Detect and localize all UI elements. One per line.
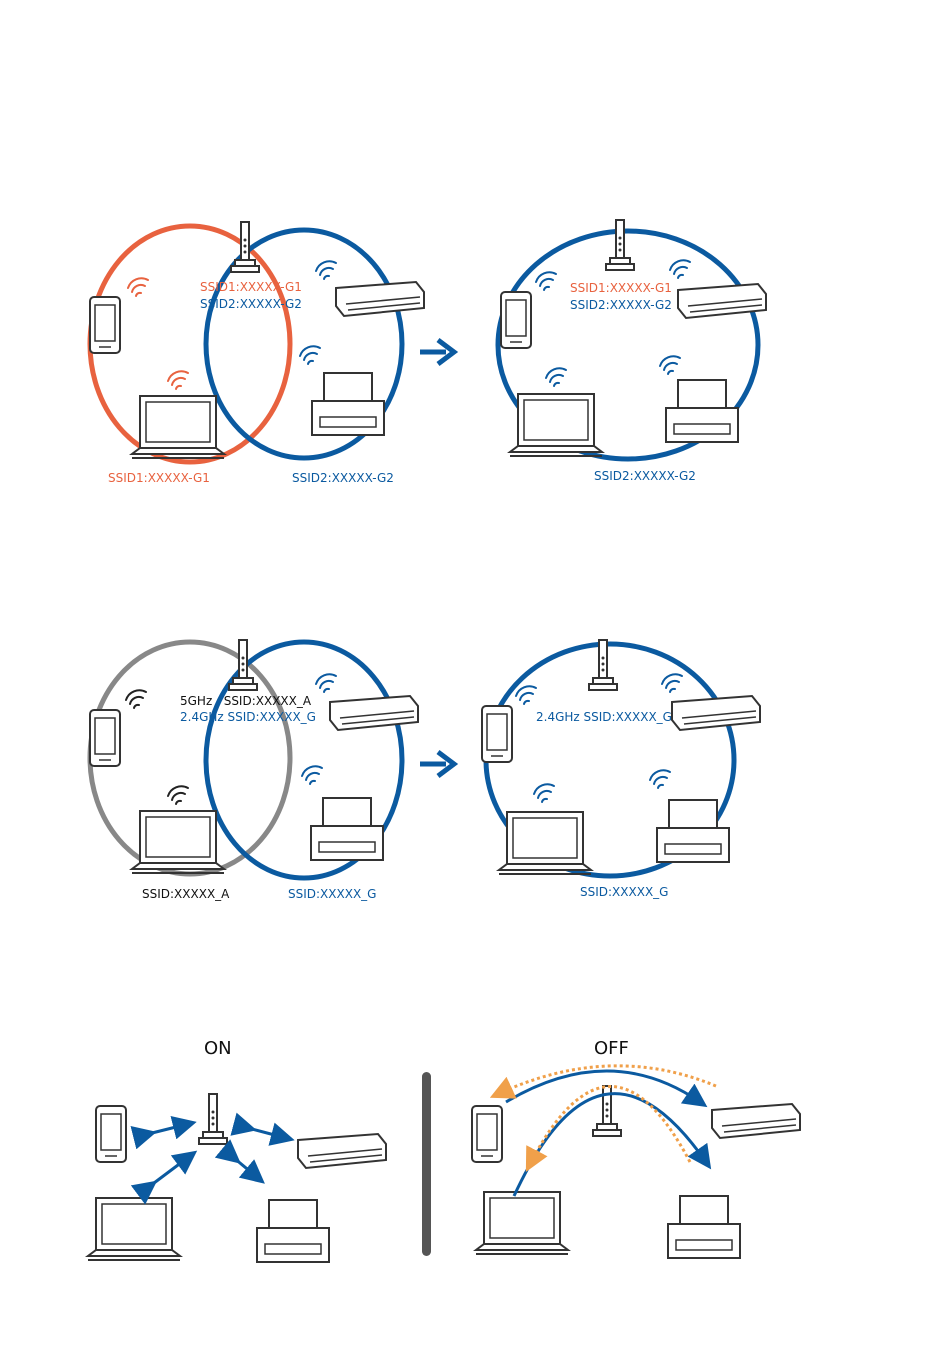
panel3-off: OFF bbox=[472, 1038, 800, 1258]
scanner-icon bbox=[330, 696, 418, 730]
network-label-24ghz: SSID:XXXXX_G bbox=[580, 885, 668, 899]
scanner-icon bbox=[712, 1104, 800, 1138]
ap-ssid1-label: SSID1:XXXXX-G1 bbox=[570, 281, 672, 295]
ap-24ghz-label: 2.4GHz SSID:XXXXX_G bbox=[180, 710, 316, 724]
on-label: ON bbox=[204, 1038, 232, 1059]
wifi-signal-icon bbox=[546, 368, 566, 386]
panel1-after: SSID1:XXXXX-G1 SSID2:XXXXX-G2 SSID2:XXXX… bbox=[498, 220, 766, 483]
wifi-signal-icon bbox=[662, 674, 682, 692]
network-label-24ghz: SSID:XXXXX_G bbox=[288, 887, 376, 901]
network-label-5ghz: SSID:XXXXX_A bbox=[142, 887, 230, 901]
ap-ssid2-label: SSID2:XXXXX-G2 bbox=[200, 297, 302, 311]
panel2-before: 5GHz SSID:XXXXX_A 2.4GHz SSID:XXXXX_G SS… bbox=[90, 640, 418, 901]
network-label-ssid1: SSID1:XXXXX-G1 bbox=[108, 471, 210, 485]
wifi-signal-icon bbox=[316, 261, 336, 279]
router-icon bbox=[199, 1094, 227, 1144]
laptop-icon bbox=[132, 811, 224, 873]
wifi-signal-icon bbox=[168, 371, 188, 389]
wifi-signal-icon bbox=[650, 770, 670, 788]
laptop-icon bbox=[132, 396, 224, 458]
printer-icon bbox=[666, 380, 738, 442]
smartphone-icon bbox=[96, 1106, 126, 1162]
wifi-signal-icon bbox=[516, 686, 536, 704]
laptop-icon bbox=[476, 1192, 568, 1254]
wifi-signal-icon bbox=[300, 346, 320, 364]
laptop-icon bbox=[510, 394, 602, 456]
ap-24ghz-label: 2.4GHz SSID:XXXXX_G bbox=[536, 710, 672, 724]
wifi-signal-icon bbox=[536, 272, 556, 290]
network-label-ssid2: SSID2:XXXXX-G2 bbox=[594, 469, 696, 483]
panel2-after: 2.4GHz SSID:XXXXX_G SSID:XXXXX_G bbox=[482, 640, 760, 899]
wifi-signal-icon bbox=[302, 766, 322, 784]
scanner-icon bbox=[672, 696, 760, 730]
wifi-signal-icon bbox=[316, 674, 336, 692]
divider bbox=[422, 1072, 431, 1256]
ap-ssid2-label: SSID2:XXXXX-G2 bbox=[570, 298, 672, 312]
laptop-icon bbox=[88, 1198, 180, 1260]
wifi-signal-icon bbox=[660, 356, 680, 374]
off-label: OFF bbox=[594, 1038, 629, 1059]
smartphone-icon bbox=[501, 292, 531, 348]
ap-ssid1-label: SSID1:XXXXX-G1 bbox=[200, 280, 302, 294]
panel3-on: ON bbox=[88, 1038, 386, 1262]
wifi-signal-icon bbox=[128, 278, 148, 296]
arrow-right-icon bbox=[420, 340, 454, 364]
wifi-signal-icon bbox=[670, 260, 690, 278]
laptop-icon bbox=[499, 812, 591, 874]
printer-icon bbox=[312, 373, 384, 435]
printer-icon bbox=[657, 800, 729, 862]
arrow-right-icon bbox=[420, 752, 454, 776]
router-icon bbox=[606, 220, 634, 270]
smartphone-icon bbox=[482, 706, 512, 762]
wifi-signal-icon bbox=[534, 784, 554, 802]
smartphone-icon bbox=[90, 297, 120, 353]
smartphone-icon bbox=[472, 1106, 502, 1162]
printer-icon bbox=[311, 798, 383, 860]
panel1-before: SSID1:XXXXX-G1 SSID2:XXXXX-G2 SSID1:XXXX… bbox=[90, 222, 424, 485]
printer-icon bbox=[257, 1200, 329, 1262]
scanner-icon bbox=[298, 1134, 386, 1168]
wifi-signal-icon bbox=[126, 690, 146, 708]
printer-icon bbox=[668, 1196, 740, 1258]
smartphone-icon bbox=[90, 710, 120, 766]
network-label-ssid2: SSID2:XXXXX-G2 bbox=[292, 471, 394, 485]
ap-5ghz-label: 5GHz SSID:XXXXX_A bbox=[180, 694, 312, 708]
scanner-icon bbox=[336, 282, 424, 316]
wifi-signal-icon bbox=[168, 786, 188, 804]
